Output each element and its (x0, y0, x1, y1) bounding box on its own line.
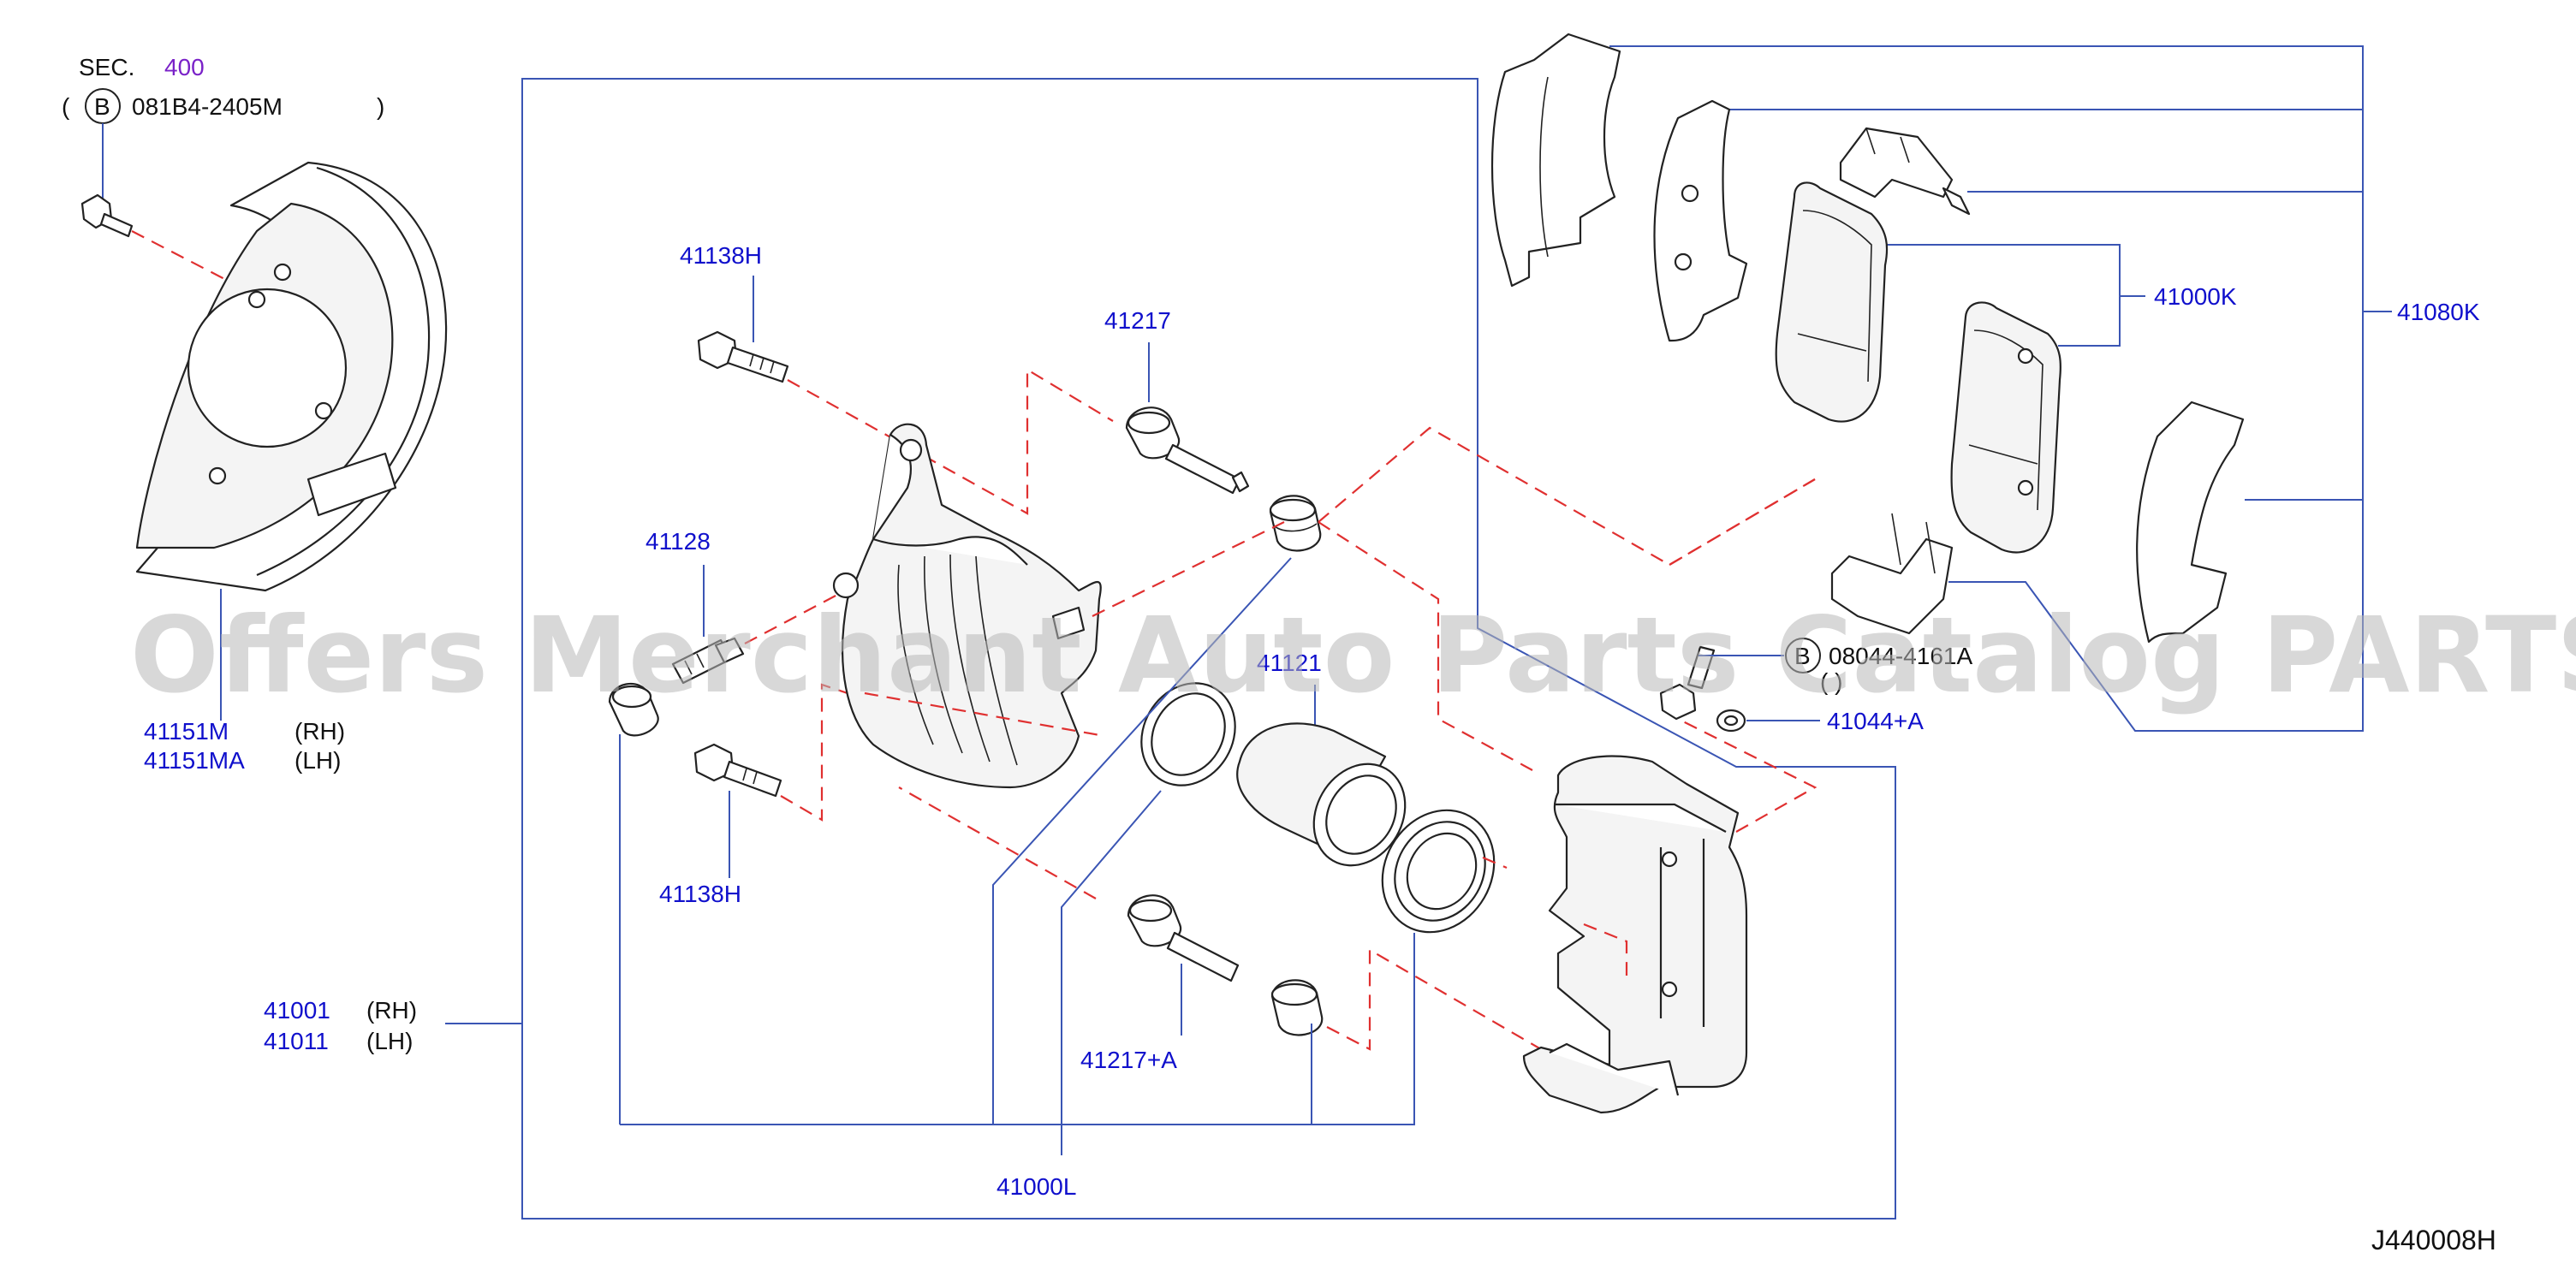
label-41151m[interactable]: 41151M (144, 718, 229, 745)
label-41001[interactable]: 41001 (264, 997, 330, 1024)
leader-41080k-outer (1609, 45, 2364, 732)
bleeder-cap-icon[interactable] (608, 682, 659, 737)
section-reference: SEC. 400 ( B 081B4-2405M ) (62, 54, 384, 199)
dashline-boot-top (1318, 521, 1533, 771)
dust-shield-icon[interactable] (135, 161, 448, 592)
diagram-code: J440008H (2371, 1225, 2496, 1255)
pad-clip-bottom-icon[interactable] (1830, 513, 1954, 635)
label-41151ma[interactable]: 41151MA (144, 747, 245, 774)
label-41000k[interactable]: 41000K (2154, 283, 2237, 310)
label-41011-side: (LH) (366, 1028, 413, 1054)
shield-bolt-icon[interactable] (80, 193, 134, 238)
watermark-text: Offers Merchant Auto Parts Catalog PARTS… (130, 595, 2576, 716)
bracket-bolt-code[interactable]: 08044-4161A (1829, 643, 1972, 669)
dust-shield-group (80, 161, 448, 721)
label-41138h-top[interactable]: 41138H (680, 242, 762, 269)
shield-bolt-dashline (131, 230, 232, 283)
label-41121[interactable]: 41121 (1257, 650, 1322, 676)
bolt-ref-open-paren: ( (62, 93, 70, 120)
pad-shim-inner-icon[interactable] (1653, 99, 1748, 342)
label-41217a[interactable]: 41217+A (1080, 1047, 1177, 1073)
section-number[interactable]: 400 (164, 54, 205, 80)
brake-pad-outer-icon[interactable] (1775, 181, 1889, 423)
pin-boot-top-icon[interactable] (1269, 495, 1322, 552)
dashline-pin-bottom (898, 786, 1097, 899)
leader-41000l-branch2 (1061, 790, 1162, 1125)
bolt-ref-letter: B (94, 93, 110, 120)
slide-pin-bottom-icon[interactable] (1127, 894, 1240, 982)
pad-shim-outer-icon[interactable] (1490, 33, 1621, 288)
dashline-bolt-top (787, 368, 1114, 515)
bracket-bolt-ref-circle (1785, 638, 1821, 674)
dashline-caliper-boot (1092, 521, 1285, 617)
dashline-bleeder (744, 593, 840, 644)
label-41128[interactable]: 41128 (645, 528, 711, 555)
piston-seal-icon[interactable] (1123, 666, 1253, 802)
leader-41000l-branch1 (992, 557, 1292, 1125)
dashline-pads (1669, 478, 1816, 566)
bracket-bolt-icon[interactable] (1659, 645, 1716, 721)
caliper-bracket-icon[interactable] (1522, 755, 1748, 1114)
bracket-bolt-ref-letter: B (1794, 643, 1811, 669)
label-41080k[interactable]: 41080K (2397, 299, 2480, 325)
label-41217[interactable]: 41217 (1104, 307, 1171, 334)
dashline-bracket-right (1677, 718, 1817, 833)
bracket-bolt-paren: ( ) (1820, 668, 1842, 695)
leader-41000l-tree (620, 933, 1415, 1125)
label-41000l[interactable]: 41000L (996, 1173, 1076, 1200)
washer-icon[interactable] (1716, 709, 1746, 733)
pad-clip-top-icon[interactable] (1839, 127, 1971, 216)
caliper-body-icon[interactable] (832, 423, 1102, 789)
label-41151ma-side: (LH) (294, 747, 341, 774)
piston-icon[interactable] (1236, 722, 1423, 881)
assembly-frame (521, 78, 1896, 1220)
pin-boot-bottom-icon[interactable] (1270, 979, 1324, 1036)
label-41138h-bottom[interactable]: 41138H (659, 881, 741, 907)
dashline-upper (1318, 426, 1816, 567)
slide-pin-top-icon[interactable] (1125, 407, 1250, 495)
label-41001-side: (RH) (366, 997, 417, 1024)
pad-shim-bottom-icon[interactable] (2135, 401, 2245, 644)
caliper-bolt-top-icon[interactable] (697, 330, 789, 383)
dashline-seal (864, 691, 1105, 738)
label-41151m-side: (RH) (294, 718, 345, 745)
brake-pad-inner-icon[interactable] (1950, 301, 2062, 554)
dashline-bracket (1583, 923, 1628, 976)
dashline-piston (1482, 856, 1508, 869)
bolt-ref-code: 081B4-2405M (132, 93, 283, 120)
section-prefix: SEC. (79, 54, 134, 80)
dashline-boot-bottom (1326, 948, 1542, 1051)
piston-boot-icon[interactable] (1360, 790, 1515, 952)
bleeder-screw-icon[interactable] (671, 637, 745, 685)
label-41044a[interactable]: 41044+A (1827, 708, 1924, 734)
label-41011[interactable]: 41011 (264, 1028, 329, 1054)
caliper-bolt-bottom-icon[interactable] (693, 743, 782, 798)
bolt-ref-close-paren: ) (377, 93, 384, 120)
